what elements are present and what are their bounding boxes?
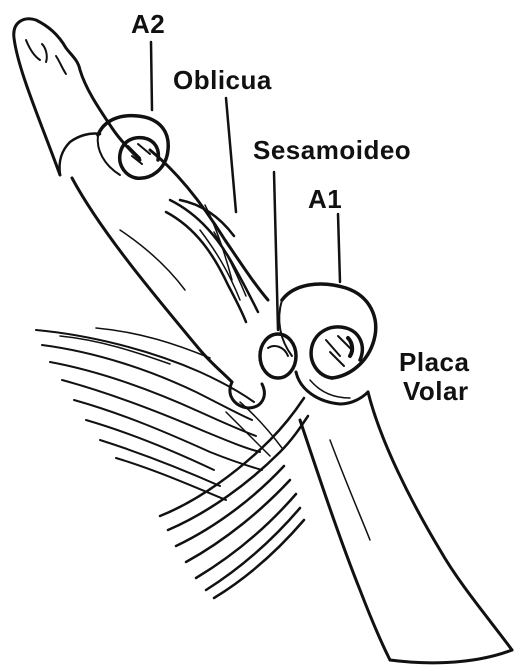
- leader-line-oblicua: [226, 98, 236, 212]
- label-a1: A1: [308, 185, 342, 213]
- leader-line-a1: [338, 214, 340, 282]
- sesamoid-bone: [260, 172, 296, 378]
- label-sesamoideo: Sesamoideo: [253, 136, 411, 164]
- label-placa: Placa: [399, 348, 469, 376]
- label-oblicua: Oblicua: [173, 66, 272, 94]
- metacarpal: [300, 392, 512, 663]
- label-volar: Volar: [403, 377, 469, 405]
- label-a2: A2: [131, 10, 165, 38]
- leader-line-a2: [151, 42, 152, 110]
- oblique-ligament: [166, 200, 258, 322]
